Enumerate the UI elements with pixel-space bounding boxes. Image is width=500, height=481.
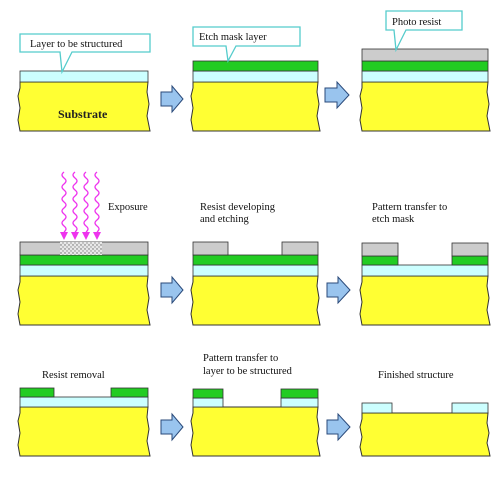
light-wave	[61, 171, 67, 233]
pattern-transfer-layer-label-line1: Pattern transfer to	[203, 353, 278, 364]
step-8-pattern-transfer-layer: Pattern transfer to layer to be structur…	[190, 353, 321, 457]
photo-resist-left	[192, 241, 229, 256]
layer-callout-label: Layer to be structured	[30, 39, 123, 50]
light-arrowhead	[93, 232, 101, 240]
pattern-transfer-mask-label-line1: Pattern transfer to	[372, 202, 447, 213]
layer-to-be-structured	[19, 70, 149, 83]
layer-to-be-structured	[361, 264, 489, 277]
substrate-block	[359, 275, 491, 326]
exposure-light	[60, 171, 101, 240]
substrate-block	[17, 275, 151, 326]
etch-mask-layer	[192, 60, 319, 72]
etch-mask-callout	[192, 26, 301, 64]
substrate-block	[359, 81, 491, 132]
pattern-transfer-layer-label-line2: layer to be structured	[203, 366, 293, 377]
layer-to-be-structured	[361, 70, 489, 83]
step-1-substrate-layer: Layer to be structured Substrate	[17, 33, 151, 132]
layer-to-be-structured	[192, 70, 319, 83]
light-wave	[83, 171, 89, 233]
exposed-resist-region	[60, 242, 102, 255]
process-arrows	[160, 80, 351, 442]
photo-resist-right	[451, 242, 489, 257]
resist-developing-label-line1: Resist developing	[200, 202, 276, 213]
substrate-block	[17, 81, 151, 132]
layer-to-be-structured	[19, 264, 149, 277]
etch-mask-left	[361, 255, 399, 266]
etch-mask-left	[19, 387, 55, 398]
substrate-block	[17, 406, 151, 457]
photo-resist-layer	[361, 48, 489, 62]
exposure-label: Exposure	[108, 202, 148, 213]
photo-resist-callout	[385, 10, 463, 53]
etch-mask-right	[451, 255, 489, 266]
layer-structured-right	[280, 397, 319, 408]
photo-resist-right	[281, 241, 319, 256]
layer-structured-left	[361, 402, 393, 414]
etch-mask-layer	[19, 254, 149, 266]
resist-removal-label: Resist removal	[42, 370, 105, 381]
layer-to-be-structured	[19, 396, 149, 408]
pattern-transfer-mask-label-line2: etch mask	[372, 214, 415, 225]
substrate-block	[190, 275, 321, 326]
arrow-right-icon	[160, 84, 184, 114]
step-4-exposure: Exposure	[17, 171, 151, 326]
substrate-block	[359, 412, 491, 457]
etch-mask-layer	[192, 254, 319, 266]
step-3-photo-resist: Photo resist	[359, 10, 491, 132]
arrow-right-icon	[326, 275, 351, 305]
layer-structured-left	[192, 397, 224, 408]
layer-structured-right	[451, 402, 489, 414]
etch-mask-left	[192, 388, 224, 399]
photo-resist-callout-label: Photo resist	[392, 17, 441, 28]
light-wave	[94, 171, 100, 233]
substrate-block	[190, 406, 321, 457]
substrate-block	[190, 81, 321, 132]
step-9-finished-structure: Finished structure	[359, 370, 491, 457]
step-7-resist-removal: Resist removal	[17, 370, 151, 457]
etch-mask-right	[110, 387, 149, 398]
photo-resist-left	[361, 242, 399, 257]
finished-structure-label: Finished structure	[378, 370, 454, 381]
step-6-pattern-transfer-mask: Pattern transfer to etch mask	[359, 202, 491, 326]
step-2-etch-mask: Etch mask layer	[190, 26, 321, 132]
layer-callout	[19, 33, 151, 75]
arrow-right-icon	[326, 412, 351, 442]
resist-developing-label-line2: and etching	[200, 214, 249, 225]
light-wave	[72, 171, 78, 233]
light-arrowhead	[82, 232, 90, 240]
substrate-label: Substrate	[58, 107, 108, 121]
etch-mask-right	[280, 388, 319, 399]
layer-to-be-structured	[192, 264, 319, 277]
etch-mask-layer	[361, 60, 489, 72]
light-arrowhead	[71, 232, 79, 240]
etch-mask-callout-label: Etch mask layer	[199, 32, 267, 43]
arrow-right-icon	[160, 275, 184, 305]
arrow-right-icon	[160, 412, 184, 442]
arrow-right-icon	[324, 80, 350, 110]
light-arrowhead	[60, 232, 68, 240]
step-5-resist-developing: Resist developing and etching	[190, 202, 321, 326]
